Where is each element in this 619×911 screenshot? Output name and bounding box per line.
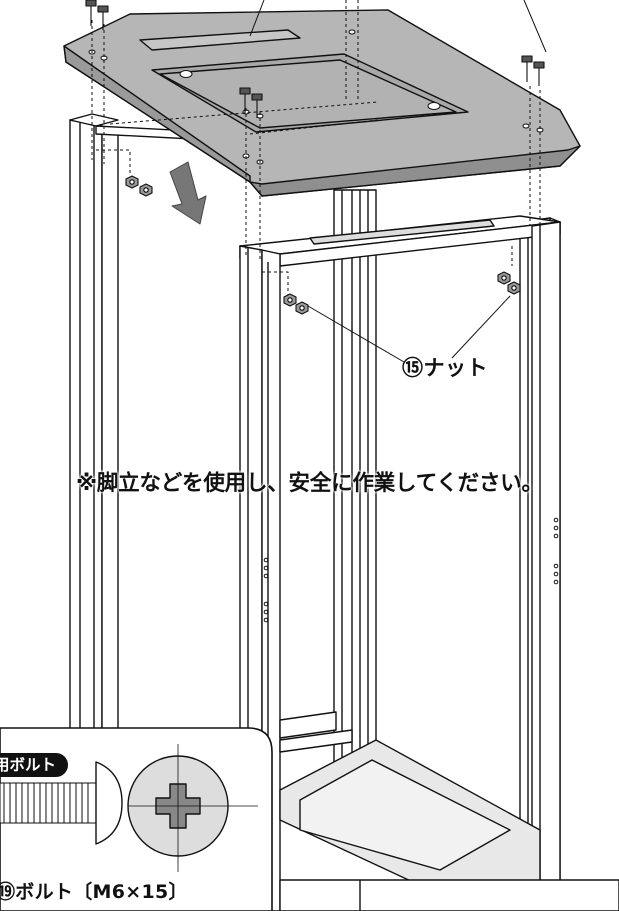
nuts (125, 175, 521, 315)
bolt-head-top (127, 744, 258, 872)
mounting-holes (263, 517, 559, 623)
bolt-spec-label: ⑲ボルト〔M6×15〕 (0, 881, 188, 903)
safety-caution-text: ※脚立などを使用し、安全に作業してください。 (76, 471, 543, 496)
bolt-tag-label: 用ボルト (0, 753, 69, 777)
bolt-detail-inset (0, 727, 273, 911)
leader-lines (249, 0, 547, 363)
bolt-shank (0, 782, 97, 824)
top-panel (63, 9, 581, 197)
front-frame (239, 215, 561, 911)
bolt-head-side (95, 761, 123, 845)
screw-bolts (85, 0, 545, 118)
bottom-floor (279, 711, 619, 911)
nut-label: ⑮ナット (402, 356, 488, 380)
guide-lines (91, 0, 541, 296)
down-arrow-icon (169, 161, 207, 225)
